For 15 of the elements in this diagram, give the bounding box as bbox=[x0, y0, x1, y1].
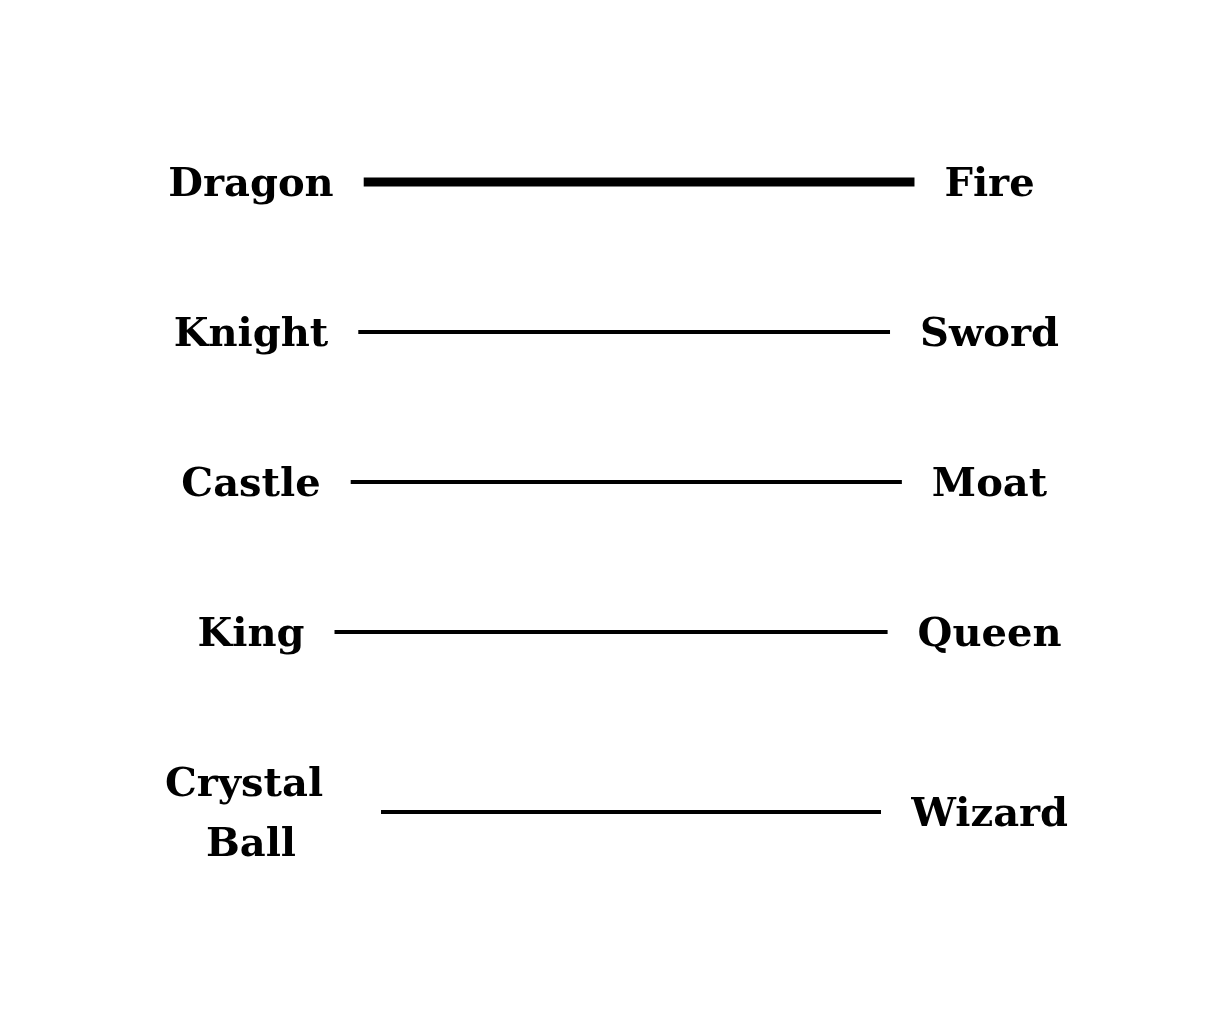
node-text: Queen bbox=[917, 608, 1062, 655]
connector bbox=[350, 480, 902, 484]
node-text: Dragon bbox=[168, 158, 334, 205]
connector bbox=[363, 177, 915, 187]
node-text: Castle bbox=[181, 458, 321, 505]
node-text: King bbox=[197, 608, 305, 655]
connector bbox=[380, 810, 881, 814]
node-text: Knight bbox=[173, 308, 329, 355]
node-text: Wizard bbox=[910, 788, 1069, 835]
node-text: Sword bbox=[919, 308, 1060, 355]
node-text: Fire bbox=[944, 158, 1035, 205]
connector bbox=[358, 330, 890, 334]
node-text: Crystal Ball bbox=[164, 758, 324, 865]
node-text: Moat bbox=[931, 458, 1048, 505]
connector bbox=[334, 630, 888, 634]
